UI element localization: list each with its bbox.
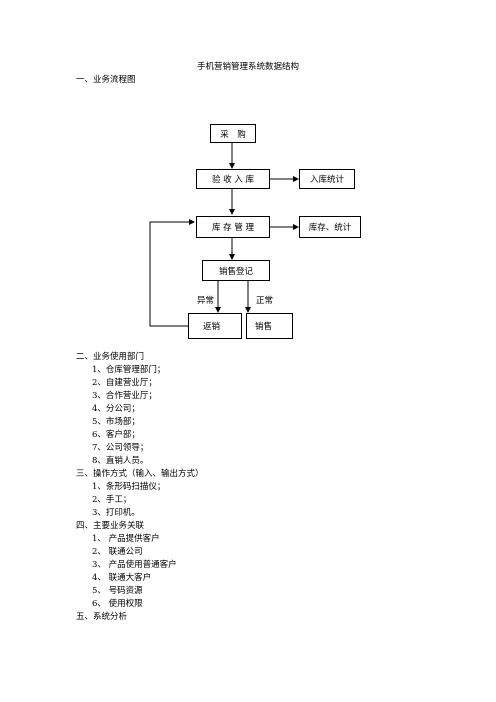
- node-sales: 销售: [246, 313, 293, 339]
- node-stock-stats: 库存、统计: [299, 216, 361, 238]
- list-item: 1、条形码扫描仪；: [92, 482, 166, 492]
- return-loop-line: [149, 219, 195, 327]
- label-abnormal: 异常: [197, 296, 215, 306]
- list-item: 1、仓库管理部门；: [92, 365, 166, 375]
- node-inbound-stats: 入库统计: [299, 169, 355, 189]
- section-2-heading: 二、业务使用部门: [76, 352, 145, 362]
- node-inventory-management: 库 存 管 理: [196, 216, 270, 238]
- node-purchase: 采 购: [210, 124, 256, 143]
- list-item: 2、手工；: [92, 495, 132, 505]
- list-item: 4、 联通大客户: [92, 573, 152, 583]
- list-item: 8、直销人员。: [92, 456, 149, 466]
- list-item: 1、 产品提供客户: [92, 534, 160, 544]
- list-item: 2、 联通公司: [92, 547, 143, 557]
- list-item: 5、 号码资源: [92, 586, 143, 596]
- list-item: 6、客户部；: [92, 430, 140, 440]
- node-sales-register: 销售登记: [202, 260, 270, 281]
- document-title: 手机营销管理系统数据结构: [196, 62, 299, 72]
- section-4-heading: 四、主要业务关联: [76, 521, 145, 531]
- list-item: 7、公司领导；: [92, 443, 149, 453]
- section-3-heading: 三、操作方式（输入、输出方式）: [76, 469, 204, 479]
- section-1-heading: 一、业务流程图: [76, 75, 136, 85]
- list-item: 6、 使用权限: [92, 599, 143, 609]
- list-item: 5、市场部；: [92, 417, 140, 427]
- node-inspect-inbound: 验 收 入 库: [196, 169, 270, 189]
- node-return: 返销: [188, 313, 242, 339]
- list-item: 4、分公司；: [92, 404, 140, 414]
- list-item: 3、 产品使用普通客户: [92, 560, 177, 570]
- list-item: 3、打印机。: [92, 508, 140, 518]
- section-5-heading: 五、系统分析: [76, 612, 128, 622]
- list-item: 2、自建营业厅；: [92, 378, 157, 388]
- label-normal: 正常: [256, 296, 274, 306]
- list-item: 3、合作营业厅；: [92, 391, 157, 401]
